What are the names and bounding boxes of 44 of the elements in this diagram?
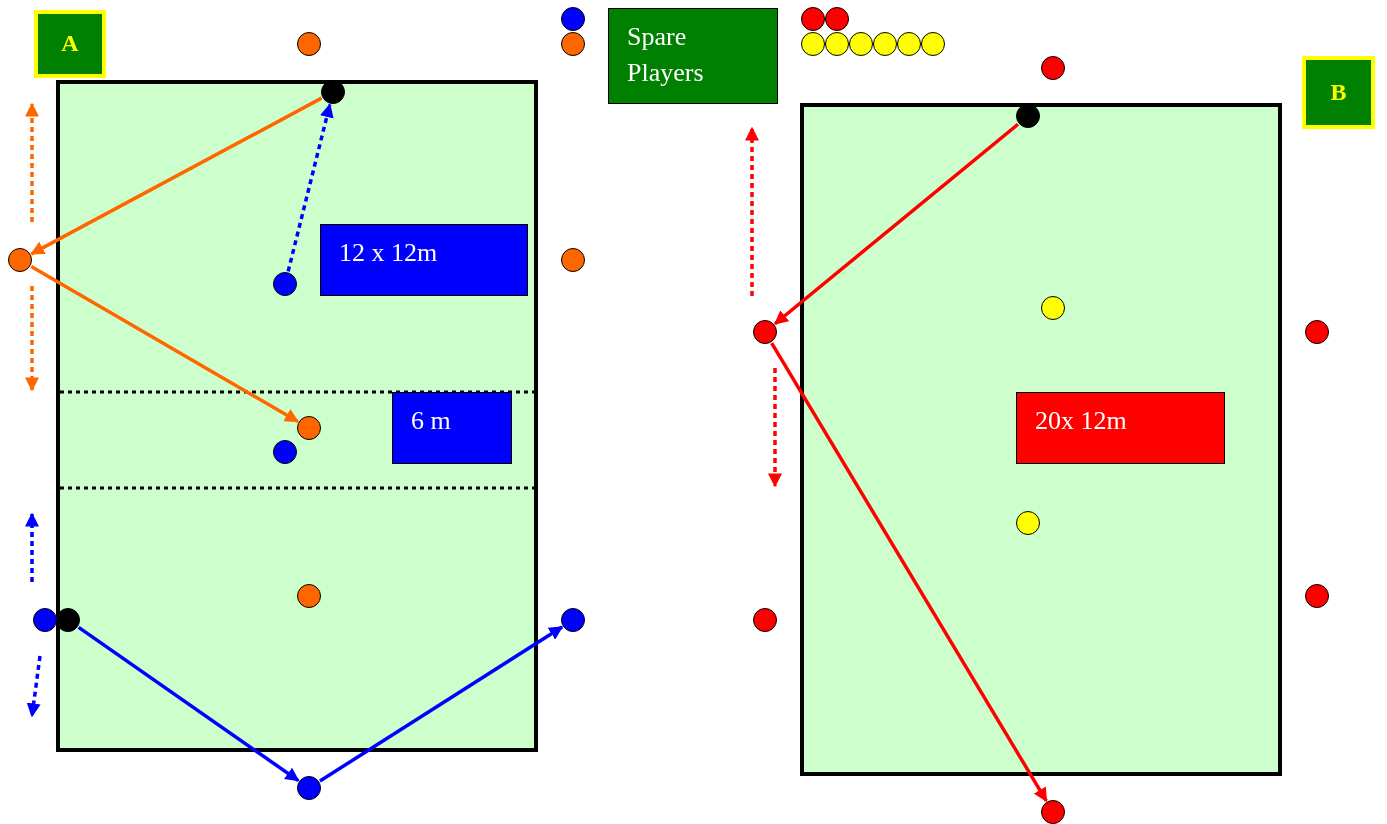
player-marker xyxy=(897,32,921,56)
info-box: Spare Players xyxy=(608,8,778,104)
player-marker xyxy=(561,7,585,31)
player-marker xyxy=(297,416,321,440)
info-box: 20x 12m xyxy=(1016,392,1225,464)
pass-arrow xyxy=(30,96,323,256)
pitch-area xyxy=(56,80,538,752)
pass-arrow xyxy=(770,342,1048,803)
pass-arrow xyxy=(286,103,334,272)
info-box: 6 m xyxy=(392,392,512,464)
pitch-area xyxy=(800,103,1282,776)
player-marker xyxy=(297,584,321,608)
player-marker xyxy=(273,272,297,296)
info-box: 12 x 12m xyxy=(320,224,528,296)
player-marker xyxy=(753,320,777,344)
player-marker xyxy=(8,248,32,272)
player-marker xyxy=(561,608,585,632)
player-marker xyxy=(1041,800,1065,824)
player-marker xyxy=(297,32,321,56)
pass-arrow xyxy=(30,265,299,423)
player-marker xyxy=(1305,320,1329,344)
player-marker xyxy=(825,32,849,56)
player-marker xyxy=(801,32,825,56)
player-marker xyxy=(753,608,777,632)
player-marker xyxy=(297,776,321,800)
player-marker xyxy=(561,248,585,272)
player-marker xyxy=(1305,584,1329,608)
player-marker xyxy=(825,7,849,31)
pass-arrow xyxy=(77,626,300,782)
player-marker xyxy=(561,32,585,56)
player-marker xyxy=(1041,296,1065,320)
player-marker xyxy=(1016,511,1040,535)
pass-arrow xyxy=(319,625,564,783)
player-marker xyxy=(873,32,897,56)
player-marker xyxy=(801,7,825,31)
player-marker xyxy=(921,32,945,56)
ball xyxy=(1016,104,1040,128)
player-marker xyxy=(1041,56,1065,80)
section-label: A xyxy=(34,10,106,78)
player-marker xyxy=(33,608,57,632)
section-label: B xyxy=(1302,56,1375,129)
pass-arrow xyxy=(773,122,1020,326)
player-marker xyxy=(849,32,873,56)
player-marker xyxy=(273,440,297,464)
